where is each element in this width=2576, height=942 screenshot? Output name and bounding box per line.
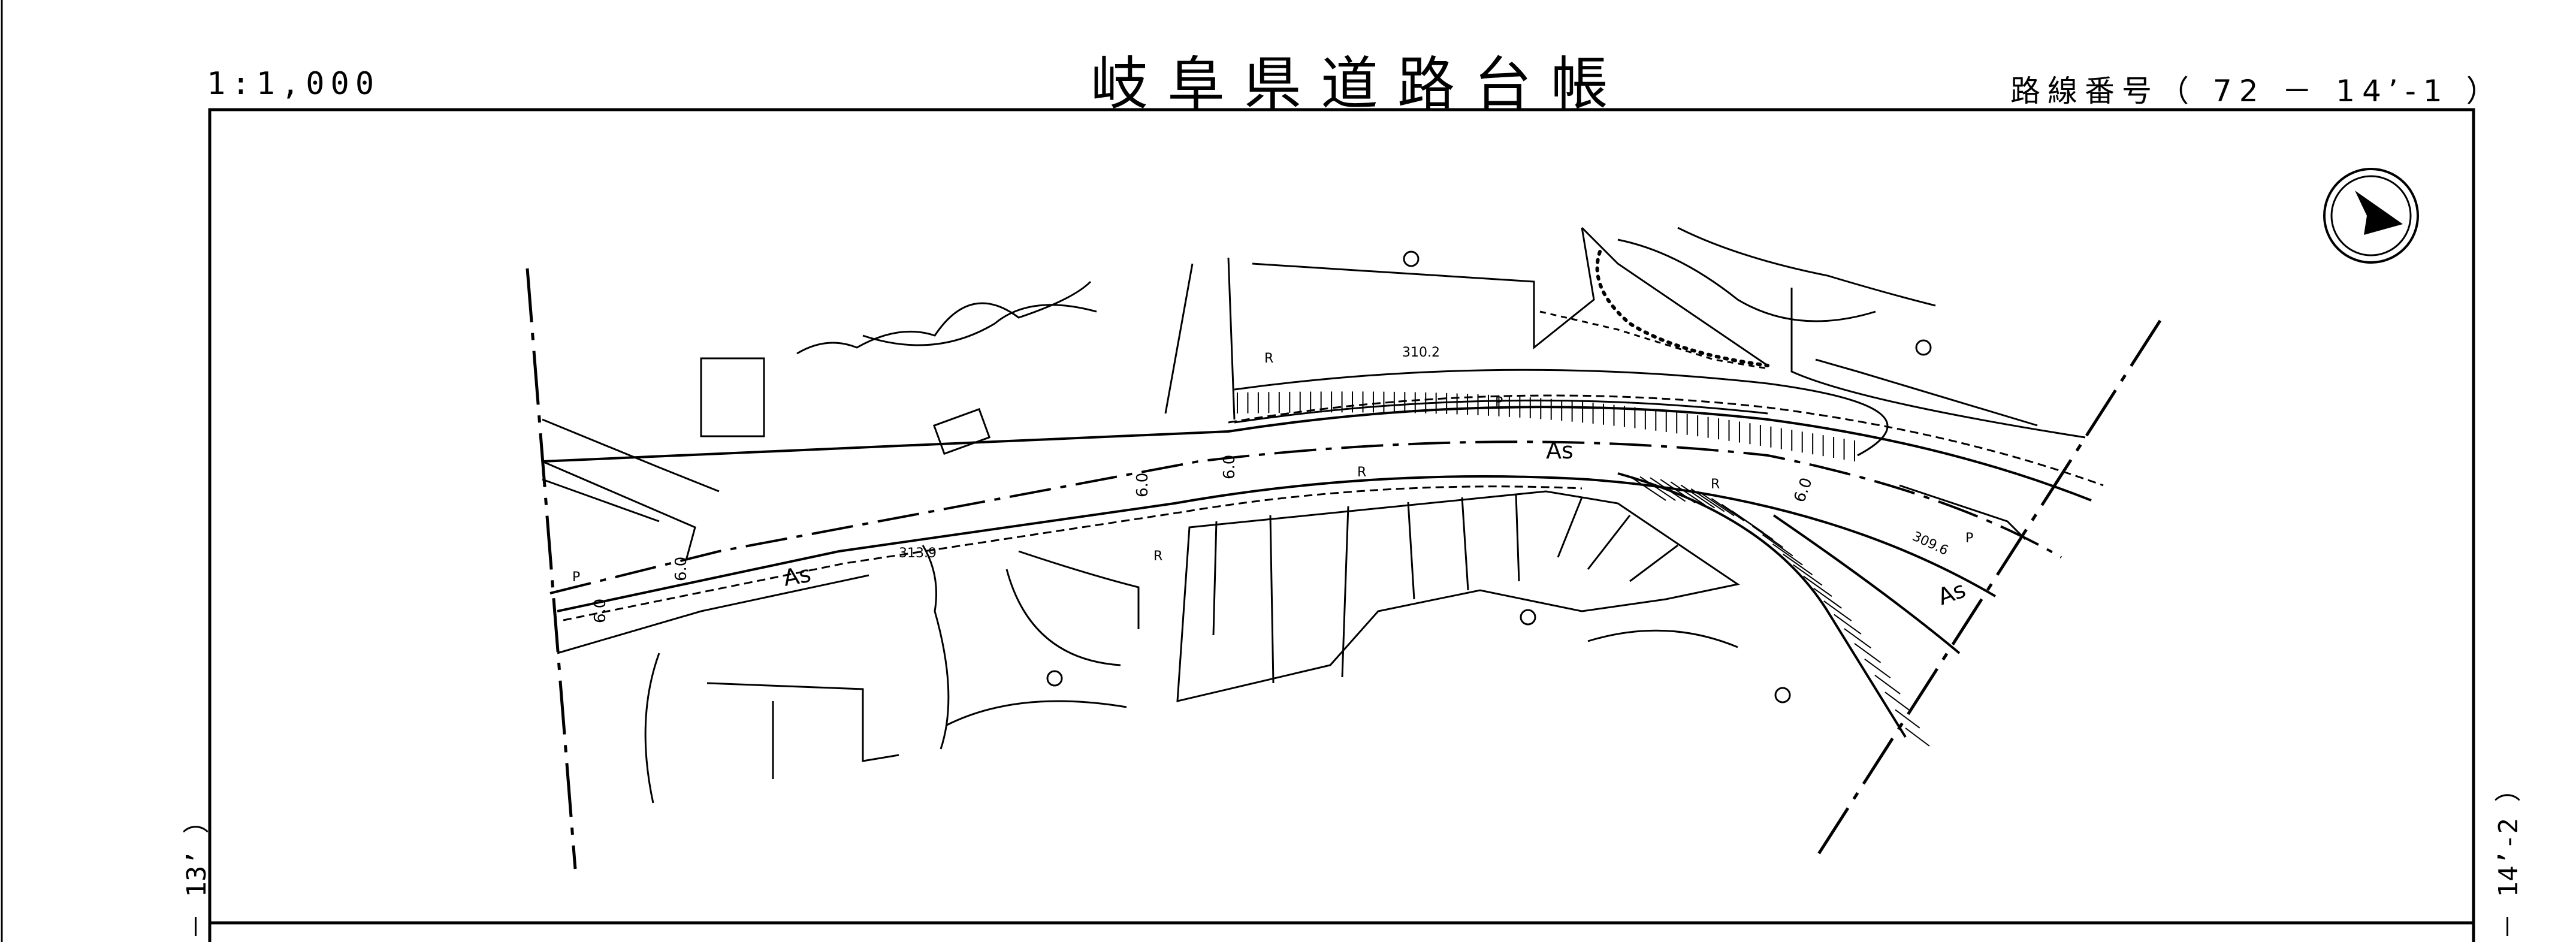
elevation-top: 310.2 xyxy=(1402,345,1440,360)
map-annotations: As As As 313.9 310.2 309.6 6.0 6.0 6.0 6… xyxy=(572,345,1973,623)
surface-label-middle: As xyxy=(1546,437,1574,464)
hatch-mark xyxy=(1885,692,1911,711)
hatch-mark xyxy=(1701,493,1735,517)
northeast-hedge xyxy=(1595,250,1769,367)
land-use-symbols xyxy=(1046,250,1932,704)
hatch-mark xyxy=(1844,628,1871,649)
hatch-mark xyxy=(1803,575,1832,597)
hatch-mark xyxy=(1895,709,1920,729)
p-label-1: P xyxy=(1495,395,1503,410)
width-label-4: 6.0 xyxy=(1221,455,1239,479)
hatch-mark xyxy=(1834,614,1862,635)
p-label-2: P xyxy=(572,570,580,585)
surface-label-right: As xyxy=(1934,576,1969,610)
boundary-lines xyxy=(526,268,2162,869)
north-sidewalk-line xyxy=(1228,394,2104,487)
road-center-line xyxy=(549,440,2062,594)
hatch-mark xyxy=(1670,481,1705,506)
scale-label: 1:1,000 xyxy=(207,66,380,102)
main-road xyxy=(542,394,2104,654)
p-label-3: P xyxy=(1965,531,1973,546)
hatch-mark xyxy=(1629,476,1666,501)
north-hatch-marks xyxy=(1237,391,1855,461)
hatch-mark xyxy=(1793,564,1823,586)
northern-lots xyxy=(542,227,2086,804)
elevation-right: 309.6 xyxy=(1910,529,1950,558)
hatch-mark xyxy=(1639,476,1676,502)
road-north-edge xyxy=(542,406,2092,502)
road-south-edge xyxy=(557,475,1997,612)
hatch-mark xyxy=(1772,544,1803,566)
hatch-mark xyxy=(1813,587,1842,609)
hatch-mark xyxy=(1741,517,1774,541)
hatch-mark xyxy=(1690,488,1725,512)
hatch-mark xyxy=(1650,477,1686,502)
south-sidewalk-line xyxy=(563,485,1583,621)
hatch-mark xyxy=(1823,600,1852,621)
sheet-title: 岐阜県道路台帳 xyxy=(1091,50,1627,117)
hatch-mark xyxy=(1782,553,1813,575)
width-label-2: 6.0 xyxy=(672,557,690,581)
r-label-4: R xyxy=(1153,549,1162,564)
hatch-mark xyxy=(1854,643,1882,663)
west-road-lower xyxy=(557,574,869,654)
map-frame xyxy=(208,108,2475,942)
north-embankment-hatch xyxy=(1234,369,1889,457)
hatch-mark xyxy=(1680,484,1716,509)
r-label-3: R xyxy=(1711,477,1720,492)
width-label-3: 6.0 xyxy=(1134,473,1152,497)
southeast-embankment xyxy=(1617,472,1961,738)
r-label-2: R xyxy=(1357,465,1366,480)
west-road-segment xyxy=(542,460,696,561)
hatch-mark xyxy=(1711,498,1744,521)
elevation-left: 313.9 xyxy=(899,546,937,561)
route-number: 路線番号（ 72 － 14’-1 ） xyxy=(2010,74,2503,108)
southeast-hatch-marks xyxy=(1629,476,1930,747)
hatch-mark xyxy=(1864,658,1891,679)
surface-label-left: As xyxy=(781,561,813,591)
width-label-1: 6.0 xyxy=(591,599,609,623)
hatch-mark xyxy=(1751,526,1784,548)
width-label-5: 6.0 xyxy=(1790,475,1816,505)
hatch-mark xyxy=(1874,675,1901,695)
north-arrow-icon xyxy=(2323,168,2419,264)
hatch-mark xyxy=(1905,727,1930,747)
northeast-fence-line xyxy=(1539,310,1768,370)
southern-parcels xyxy=(1176,490,1740,702)
hatch-mark xyxy=(1762,534,1793,557)
r-label-1: R xyxy=(1264,351,1273,366)
hatch-mark xyxy=(1660,479,1696,503)
